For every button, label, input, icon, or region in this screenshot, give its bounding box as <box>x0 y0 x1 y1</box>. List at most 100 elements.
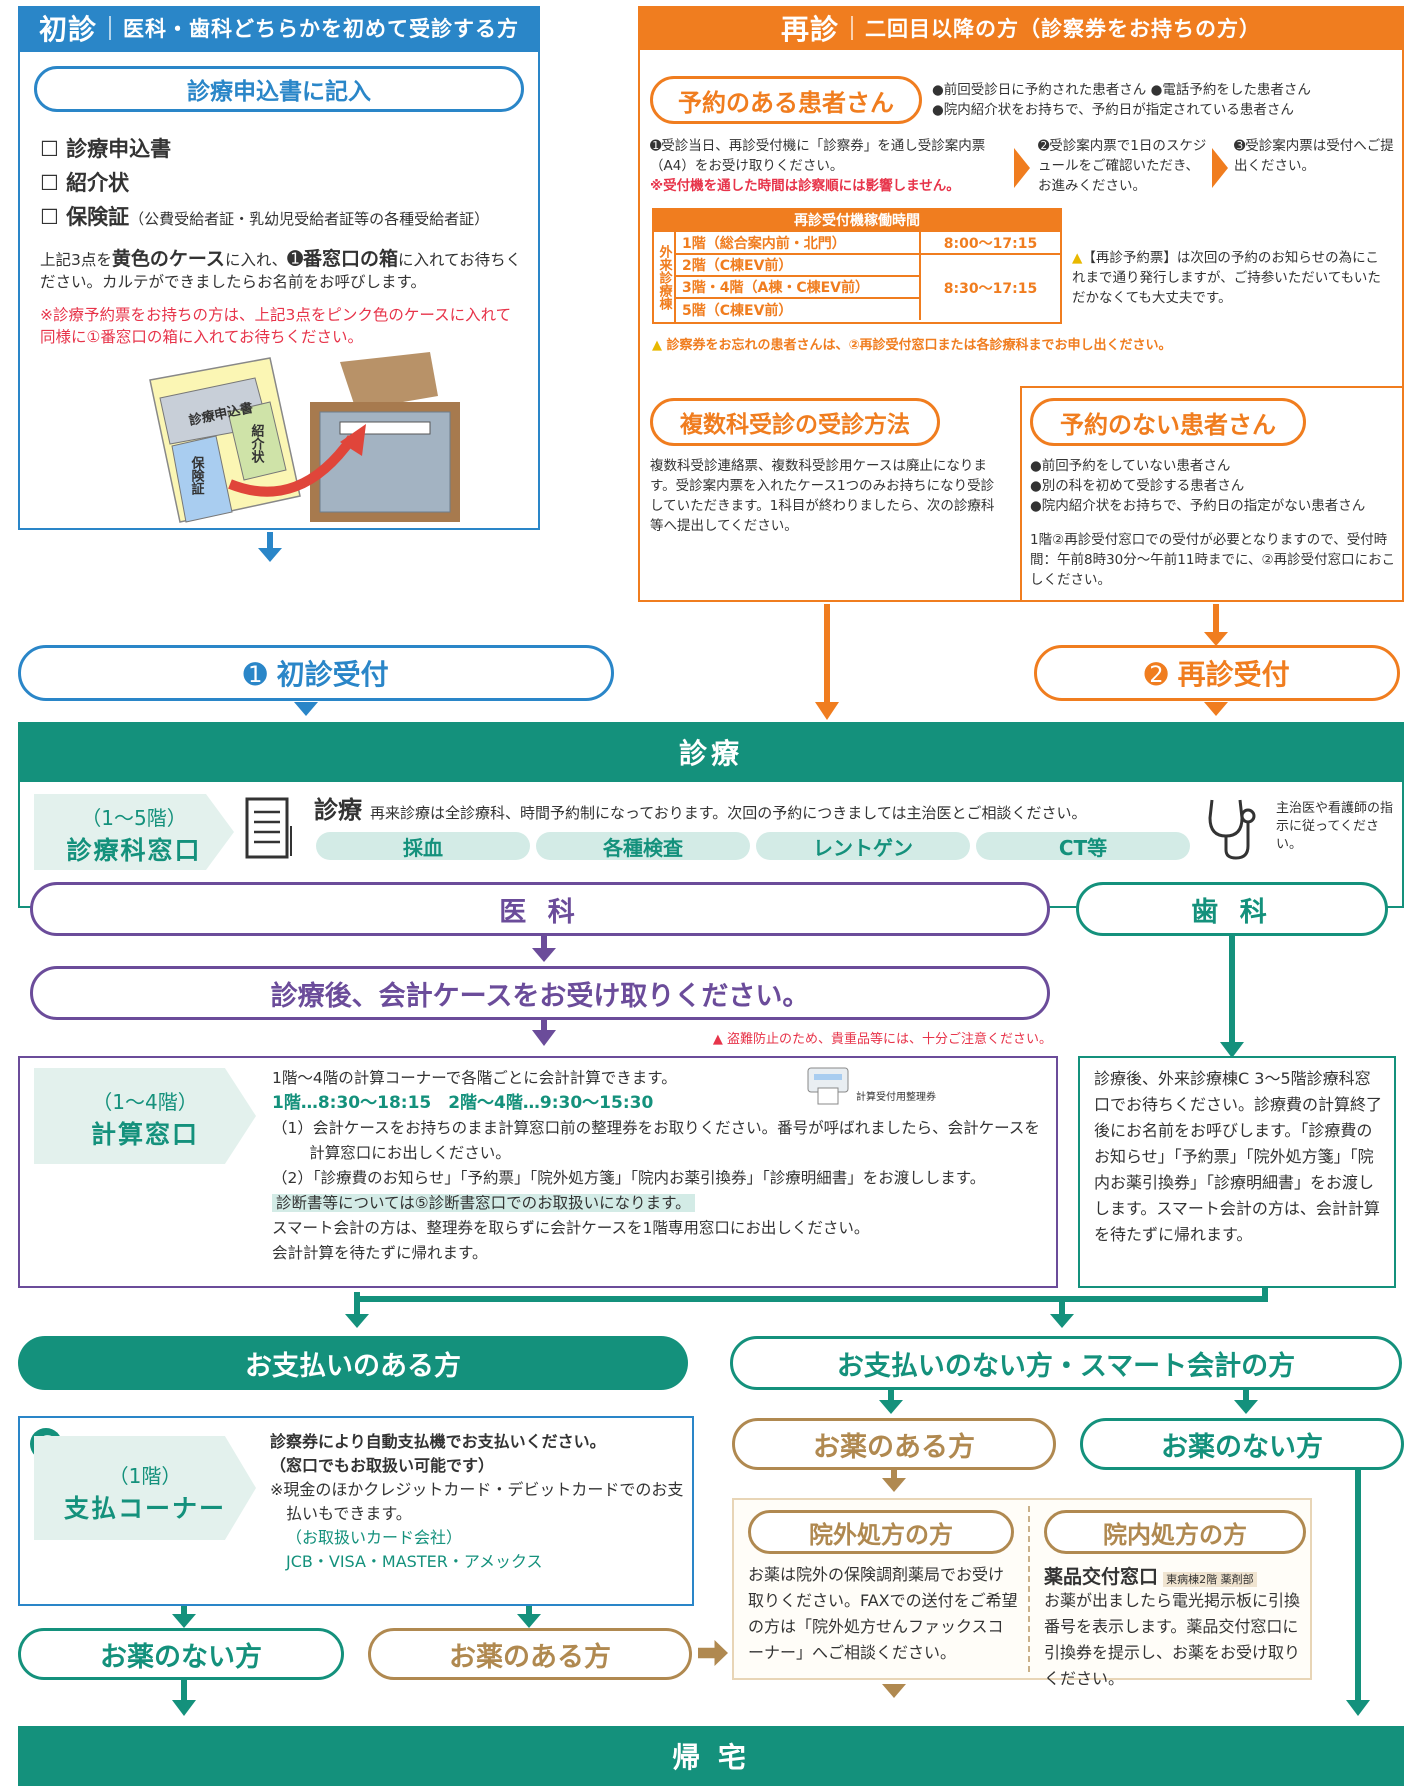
machine-hours-table: 再診受付機稼働時間 外来診療棟 1階（総合案内前・北門）8:00〜17:15 2… <box>652 208 1062 324</box>
plate-name: 診療科窓口 <box>66 836 202 865</box>
plate-name: 計算窓口 <box>90 1120 199 1149</box>
checklist-item: ☐ 保険証（公費受給者証・乳幼児受給者証等の各種受給者証） <box>40 200 530 236</box>
dental-pill: 歯 科 <box>1076 882 1388 936</box>
illus-referral-label: 紹介状 <box>249 423 266 464</box>
ticket-note-text: 【再診予約票】は次回の予約のお知らせの為にこれまで通り発行しますが、ご持参いただ… <box>1072 250 1381 306</box>
floor-row: 3階・4階（A棟・C棟EV前） <box>676 275 921 299</box>
chip-blood: 採血 <box>316 832 530 860</box>
revisit-step1: ➊受診当日、再診受付機に「診察券」を通し受診案内票（A4）をお受け取りください。… <box>650 136 990 196</box>
nopay-down-arrow <box>879 1400 903 1414</box>
inside-rx-location: 東病棟2階 薬剤部 <box>1163 1572 1257 1587</box>
first-visit-title: 初診 <box>38 13 97 46</box>
consult-label: 診療 <box>314 796 362 824</box>
instr-emph: ➊番窓口の箱 <box>287 248 399 270</box>
multi-dept-pill: 複数科受診の受診方法 <box>650 398 940 446</box>
first-visit-header: 初診医科・歯科どちらかを初めて受診する方 <box>18 6 540 50</box>
revisit-arrow <box>815 702 839 720</box>
pay-title: お支払いのある方 <box>18 1336 688 1390</box>
brown-connector <box>891 1470 897 1480</box>
cards-list: JCB・VISA・MASTER・アメックス <box>286 1552 543 1571</box>
nomed-arrow <box>1346 1700 1370 1716</box>
revisit-reception-button[interactable]: ➋ 再診受付 <box>1034 645 1400 701</box>
booked-pill: 予約のある患者さん <box>650 76 922 124</box>
pay-line: ※現金のほかクレジットカード・デビットカードでのお支払いもできます。 <box>270 1480 684 1523</box>
dental-arrow <box>1220 1042 1244 1058</box>
billing-smart2: 会計計算を待たずに帰れます。 <box>272 1244 488 1262</box>
first-instructions: 上記3点を黄色のケースに入れ、➊番窓口の箱に入れてお待ちください。カルテができま… <box>40 248 526 293</box>
nobook-item: ●別の科を初めて受診する患者さん <box>1030 478 1245 494</box>
chip-ct: CT等 <box>976 832 1190 860</box>
consult-text: 再来診療は全診療科、時間予約制になっております。次回の予約につきましては主治医と… <box>370 804 1087 822</box>
alert-icon: ▲ <box>712 1032 723 1047</box>
checklist-item: ☐ 紹介状 <box>40 171 130 195</box>
medical-arrow <box>532 948 556 962</box>
billing-hours: 1階…8:30〜18:15 2階〜4階…9:30〜15:30 <box>272 1093 654 1113</box>
pay-text: 診察券により自動支払機でお支払いください。 （窓口でもお取扱い可能です） ※現金… <box>270 1430 684 1574</box>
pay-down-line-2 <box>526 1606 532 1616</box>
pay-arrow <box>345 1314 369 1328</box>
checklist-item-label: ☐ 保険証 <box>40 205 130 229</box>
table-body: 外来診療棟 1階（総合案内前・北門）8:00〜17:15 2階（C棟EV前）8:… <box>654 232 1060 322</box>
checklist-note: （公費受給者証・乳幼児受給者証等の各種受給者証） <box>129 210 490 228</box>
pay-down-line <box>181 1606 187 1616</box>
medical-connector <box>541 936 547 950</box>
chip-tests: 各種検査 <box>536 832 750 860</box>
nopay-down <box>888 1390 894 1402</box>
pay-no-med-pill: お薬のない方 <box>18 1628 344 1680</box>
nopay-no-med-pill: お薬のない方 <box>1080 1418 1404 1470</box>
inside-rx-heading: 薬品交付窓口 東病棟2階 薬剤部 <box>1044 1562 1310 1589</box>
checklist: ☐ 診療申込書 ☐ 紹介状 ☐ 保険証（公費受給者証・乳幼児受給者証等の各種受給… <box>40 132 530 236</box>
nopay-down-arrow-2 <box>1234 1400 1258 1414</box>
dental-merge-line <box>1262 1288 1268 1302</box>
booked-desc-line: ●院内紹介状をお持ちで、予約日が指定されている患者さん <box>932 102 1294 118</box>
dental-billing-text: 診療後、外来診療棟C 3〜5階診療科窓口でお待ちください。診療費の計算終了後にお… <box>1094 1069 1383 1244</box>
hours-table: 1階（総合案内前・北門）8:00〜17:15 2階（C棟EV前）8:30〜17:… <box>676 232 1060 320</box>
dental-connector <box>1229 936 1235 1044</box>
nobook-text: 1階②再診受付窓口での受付が必要となりますので、受付時間：午前8時30分〜午前1… <box>1030 532 1396 588</box>
inside-rx-pill: 院内処方の方 <box>1044 1510 1306 1554</box>
first-red-note: ※診療予約票をお持ちの方は、上記3点をピンク色のケースに入れて同様に①番窓口の箱… <box>40 306 512 346</box>
warning-icon: ▲ <box>1072 250 1083 266</box>
brown-arrow-2 <box>882 1684 906 1698</box>
home-connector <box>181 1680 187 1702</box>
nobook-list: ●前回予約をしていない患者さん ●別の科を初めて受診する患者さん ●院内紹介状を… <box>1030 456 1400 516</box>
medical-pill: 医 科 <box>30 882 1050 936</box>
dental-billing-panel <box>1078 1056 1396 1288</box>
plate-floor: （1階） <box>108 1464 182 1488</box>
nobook-item: ●前回予約をしていない患者さん <box>1030 458 1231 474</box>
time-cell: 8:00〜17:15 <box>919 232 1060 255</box>
medical-arrow-2 <box>532 1030 556 1046</box>
floor-row: 1階（総合案内前・北門） <box>676 232 921 255</box>
document-icon <box>245 797 292 859</box>
forgot-note-text: 診察券をお忘れの患者さんは、②再診受付窓口または各診療科までお申し出ください。 <box>666 338 1172 353</box>
pay-with-med-pill: お薬のある方 <box>368 1628 692 1680</box>
home-arrow <box>172 1700 196 1716</box>
plate-floor: （1〜4階） <box>92 1090 198 1114</box>
multi-dept-text: 複数科受診連絡票、複数科受診用ケースは廃止になります。受診案内票を入れたケース1… <box>650 458 995 534</box>
nopay-arrow <box>1050 1314 1074 1328</box>
first-reception-button[interactable]: ➊ 初診受付 <box>18 645 614 701</box>
home-bar: 帰 宅 <box>18 1726 1404 1786</box>
nobook-item: ●院内紹介状をお持ちで、予約日の指定がない患者さん <box>1030 498 1366 514</box>
table-side: 外来診療棟 <box>654 232 676 322</box>
instr-text: に入れ、 <box>224 251 288 269</box>
revisit-header: 再診二回目以降の方（診察券をお持ちの方） <box>638 6 1404 50</box>
nomed-connector <box>1355 1470 1361 1702</box>
submission-illustration: 診療申込書 紹介状 保険証 <box>149 352 460 523</box>
pay-down-arrow <box>172 1614 196 1628</box>
medical-connector-2 <box>541 1020 547 1032</box>
outside-rx-text: お薬は院外の保険調剤薬局でお受け取りください。FAXでの送付をご希望の方は「院外… <box>748 1565 1018 1662</box>
pharmacy-divider <box>1028 1506 1030 1672</box>
billing-highlight-row: 診断書等については⑤診断書窓口でのお取扱いになります。 <box>272 1191 1048 1216</box>
outside-rx-pill: 院外処方の方 <box>748 1510 1014 1554</box>
nobook-pill: 予約のない患者さん <box>1030 398 1306 446</box>
revisit-connector-2 <box>1213 604 1219 634</box>
consult-desc: 診療再来診療は全診療科、時間予約制になっております。次回の予約につきましては主治… <box>314 796 1194 827</box>
consult-bar: 診療 <box>18 722 1404 782</box>
consult-window-plate: （1〜5階） 診療科窓口 <box>34 794 234 870</box>
ticket-label: 計算受付用整理券 <box>856 1092 936 1103</box>
brown-arrow <box>882 1478 906 1492</box>
table-title: 再診受付機稼働時間 <box>654 210 1060 232</box>
instr-text: に入れてお待ちください。カルテができましたらお名前をお呼びします。 <box>40 251 522 291</box>
pay-down-arrow-2 <box>517 1614 541 1628</box>
